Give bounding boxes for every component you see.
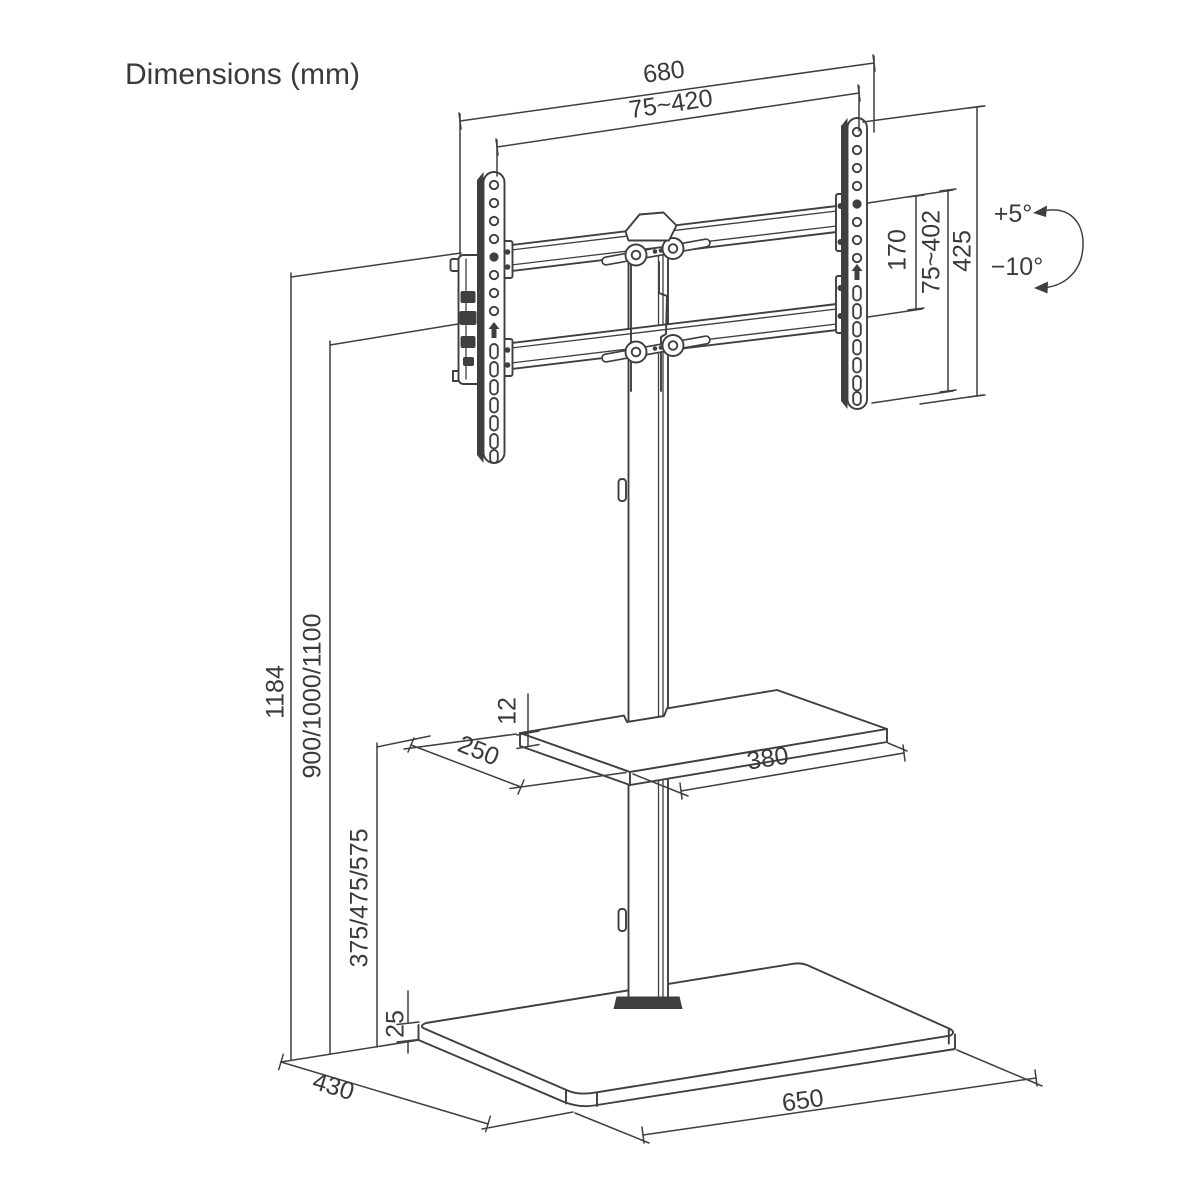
vesa-holes-right — [851, 126, 863, 264]
middle-shelf — [519, 689, 888, 786]
dim-vesa-width-range — [495, 84, 861, 177]
vesa-strip-left — [477, 171, 506, 464]
up-arrow-icon — [851, 264, 863, 280]
dim-column-heights-label: 900/1000/1100 — [299, 614, 327, 779]
dim-center-plate-height-label: 170 — [884, 229, 912, 271]
upper-rail-fitting — [601, 237, 711, 267]
arrowhead-down — [1034, 281, 1048, 294]
base-plate — [417, 962, 956, 1108]
dim-shelf-heights-label: 375/475/575 — [346, 828, 374, 967]
dim-shelf-width-label: 380 — [745, 742, 791, 776]
dim-total-height-label: 1184 — [262, 665, 290, 719]
cable-clip-upper — [617, 478, 627, 502]
dim-base-depth — [277, 1053, 574, 1133]
pole-foot — [613, 996, 683, 1009]
dim-base-thickness-label: 25 — [382, 1010, 410, 1038]
dim-shelf-depth — [403, 733, 627, 795]
tilt-arc — [1033, 205, 1084, 294]
base-bottom-edge — [417, 1039, 956, 1108]
dim-vesa-height-range — [871, 188, 957, 404]
dim-vesa-height-range-label: 75~402 — [918, 210, 946, 294]
dim-total-height — [290, 252, 462, 1061]
dim-base-depth-label: 430 — [309, 1067, 357, 1106]
left-mount-bracket — [449, 254, 483, 385]
pole-top-cap — [624, 211, 678, 242]
dim-shelf-heights — [376, 735, 431, 1048]
dim-base-width — [574, 1049, 1043, 1144]
lower-rail-fitting — [601, 334, 711, 364]
dim-base-thickness — [396, 990, 420, 1054]
dim-shelf-thickness-label: 12 — [494, 697, 522, 725]
dim-shelf-thickness — [516, 693, 540, 750]
vesa-holes-left — [488, 179, 500, 317]
up-arrow-icon — [488, 322, 500, 338]
dim-vesa-width-range-label: 75~420 — [627, 84, 714, 124]
base-top-face — [420, 962, 954, 1095]
pole-column — [613, 239, 683, 1009]
vesa-slots-left — [489, 343, 499, 464]
dim-center-plate-height — [867, 189, 954, 318]
dim-base-width-label: 650 — [780, 1084, 825, 1118]
dimension-annotations — [277, 54, 1084, 1144]
dim-column-heights — [329, 323, 459, 1055]
vesa-strip-right — [837, 117, 868, 410]
floor-baseline — [280, 1039, 420, 1063]
dim-shelf-width — [632, 742, 908, 800]
shelf-front-face — [629, 728, 888, 786]
tilt-down-label: −10° — [991, 253, 1043, 281]
cable-clip-lower — [617, 908, 627, 932]
page-title: Dimensions (mm) — [125, 58, 360, 91]
arrowhead-up — [1033, 205, 1047, 217]
tilt-up-label: +5° — [994, 200, 1033, 228]
dim-bracket-height-label: 425 — [949, 230, 977, 272]
vesa-slots-right — [852, 285, 862, 406]
dim-mount-width — [458, 54, 876, 257]
dim-mount-width-label: 680 — [641, 55, 686, 89]
dim-bracket-height — [862, 105, 986, 405]
